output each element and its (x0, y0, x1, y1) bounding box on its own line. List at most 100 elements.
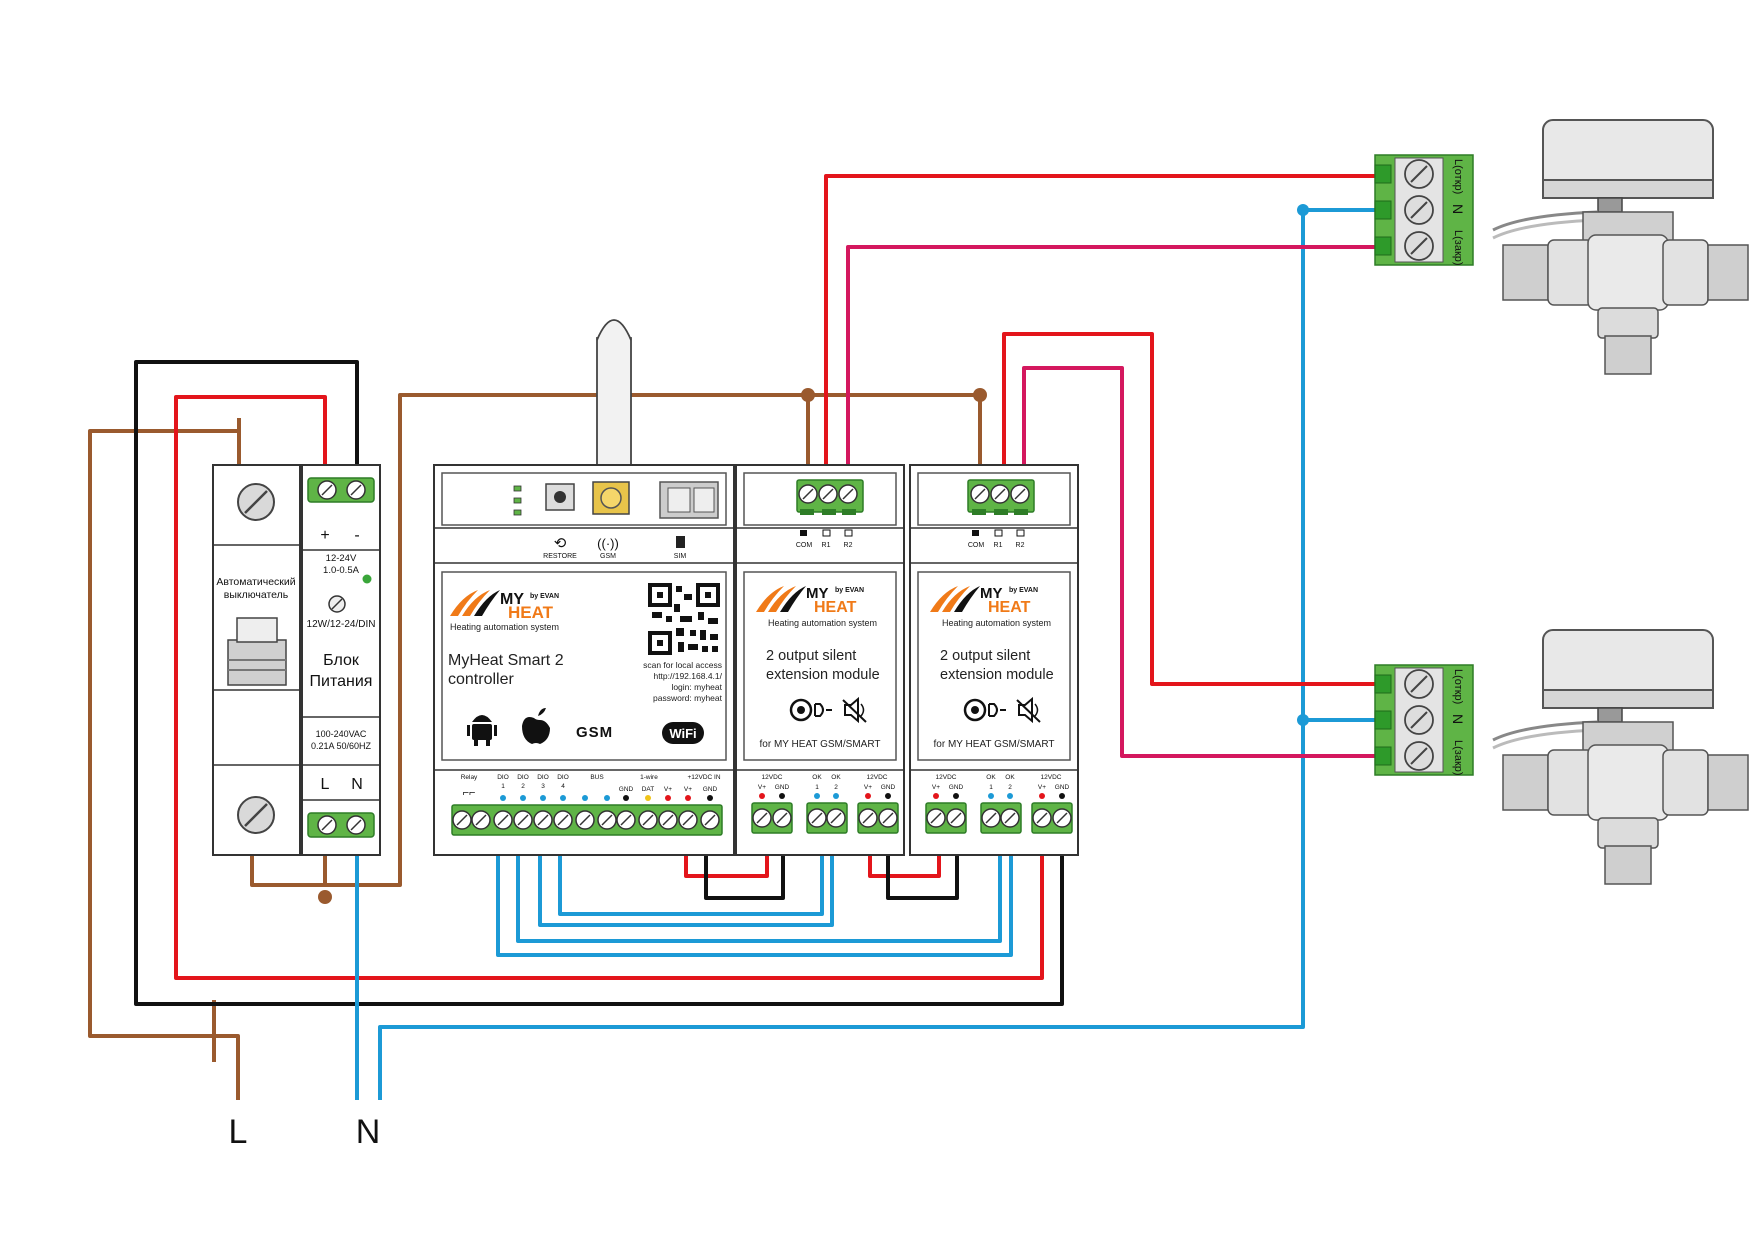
qr-line-1: scan for local access (643, 660, 722, 670)
module1-power-icon (789, 698, 832, 722)
mains-n-label: N (356, 1113, 381, 1151)
psu-out-current: 1.0-0.5A (323, 565, 360, 576)
module1-r1: R1 (822, 542, 831, 549)
wire-black-psu (134, 360, 1064, 1006)
module1-brand-by: by EVAN (835, 587, 864, 594)
gsm-logo: GSM (576, 724, 613, 741)
extension-module-2: COM R1 R2 MY by EVAN HEAT Heating automa… (909, 464, 1079, 856)
controller-brand-by: by EVAN (530, 593, 559, 600)
module2-ok-2: OK (1005, 774, 1015, 781)
qr-code[interactable] (648, 583, 720, 655)
wifi-logo-badge (662, 722, 704, 744)
term-dio-3: DIO (537, 774, 549, 781)
module2-r2: R2 (1016, 542, 1025, 549)
module2-ok-1: OK (986, 774, 996, 781)
extension-module-1: COM R1 R2 MY by EVAN HEAT Heating automa… (735, 464, 905, 856)
psu-name-1: Блок (323, 652, 360, 669)
term-dio-2-num: 2 (521, 783, 525, 790)
term-vplus-in: V+ (684, 786, 692, 793)
module1-gnd-2: GND (881, 784, 896, 791)
controller-brand-heat: HEAT (508, 603, 554, 622)
term-dio-4-num: 4 (561, 783, 565, 790)
wire-red-valve2-open (1002, 332, 1390, 686)
module1-vp-2: V+ (864, 784, 872, 791)
module1-brand-heat: HEAT (814, 599, 857, 616)
term-12v-in: +12VDC IN (687, 774, 720, 781)
module2-12vdc-b: 12VDC (1041, 774, 1062, 781)
valve1-n: N (1450, 204, 1466, 214)
module2-brand-heat: HEAT (988, 599, 1031, 616)
gsm-label: GSM (600, 553, 616, 560)
module2-power-icon (963, 698, 1006, 722)
controller-module: ⟲ RESTORE ((·)) GSM SIM MY by EVAN HEAT … (433, 319, 735, 856)
sim-label: SIM (674, 553, 687, 560)
wire-crimson-valve2-close (1022, 366, 1390, 758)
module2-com: COM (968, 542, 985, 549)
breaker-label-2: выключатель (224, 589, 289, 601)
wire-red-psu (174, 395, 1044, 980)
module1-mute-icon (842, 696, 867, 724)
controller-title-2: controller (448, 671, 514, 688)
valve1-actuator-icon (1491, 118, 1750, 376)
wire-red-valve1-open (824, 174, 1390, 470)
relay-switch-icon: ⌐⌐ (463, 787, 476, 799)
controller-title-1: MyHeat Smart 2 (448, 652, 564, 669)
module2-footer: for MY HEAT GSM/SMART (934, 739, 1055, 750)
module1-vp: V+ (758, 784, 766, 791)
term-dio-1-num: 1 (501, 783, 505, 790)
module1-gnd: GND (775, 784, 790, 791)
module1-ok-1: OK (812, 774, 822, 781)
term-dio-4: DIO (557, 774, 569, 781)
module1-logo: MY by EVAN HEAT (756, 585, 864, 616)
module2-mute-icon (1016, 696, 1041, 724)
psu-in-voltage: 100-240VAC (316, 729, 367, 739)
controller-brand-my: MY (500, 591, 524, 608)
myheat-logo: MY by EVAN HEAT (450, 590, 559, 622)
valve1-l-close: L(закр) (1452, 230, 1464, 266)
module2-n1: 1 (989, 784, 993, 791)
module1-r2: R2 (844, 542, 853, 549)
psu-plus: + (320, 527, 329, 544)
module1-title-1: 2 output silent (766, 648, 856, 664)
gsm-signal-icon: ((·)) (597, 536, 619, 551)
wire-brown-feed (250, 393, 980, 887)
psu-model: 12W/12-24/DIN (307, 619, 376, 630)
term-dio-3-num: 3 (541, 783, 545, 790)
module1-n2: 2 (834, 784, 838, 791)
module2-brand-my: MY (980, 585, 1003, 602)
qr-line-4: password: myheat (653, 693, 723, 703)
term-bus: BUS (590, 774, 604, 781)
module1-com: COM (796, 542, 813, 549)
psu-name-2: Питания (310, 673, 373, 690)
psu-l: L (321, 776, 330, 793)
module2-gnd-2: GND (1055, 784, 1070, 791)
module1-footer: for MY HEAT GSM/SMART (760, 739, 881, 750)
module1-tagline: Heating automation system (768, 618, 877, 628)
module1-n1: 1 (815, 784, 819, 791)
module2-tagline: Heating automation system (942, 618, 1051, 628)
restore-button[interactable] (545, 483, 575, 511)
psu-n: N (351, 776, 363, 793)
module2-12vdc-a: 12VDC (936, 774, 957, 781)
terminal-indicator-dots (500, 795, 713, 801)
apple-icon (522, 708, 550, 744)
term-dio-1: DIO (497, 774, 509, 781)
power-supply: + - 12-24V 1.0-0.5A 12W/12-24/DIN Блок П… (301, 464, 381, 856)
breaker-label-1: Автоматический (216, 576, 295, 588)
module1-12vdc-b: 12VDC (867, 774, 888, 781)
module1-title-2: extension module (766, 667, 880, 683)
term-relay: Relay (461, 774, 478, 781)
module2-title-1: 2 output silent (940, 648, 1030, 664)
qr-line-2: http://192.168.4.1/ (653, 671, 722, 681)
module1-ok-2: OK (831, 774, 841, 781)
module2-title-2: extension module (940, 667, 1054, 683)
valve2-n: N (1450, 714, 1466, 724)
term-dio-2: DIO (517, 774, 529, 781)
restore-label: RESTORE (543, 553, 577, 560)
valve1-l-open: L(откр) (1452, 159, 1464, 194)
module1-brand-my: MY (806, 585, 829, 602)
valve2-l-open: L(откр) (1452, 669, 1464, 704)
sim-icon (676, 536, 685, 548)
valve-1: L(откр) N L(закр) (1374, 118, 1750, 376)
